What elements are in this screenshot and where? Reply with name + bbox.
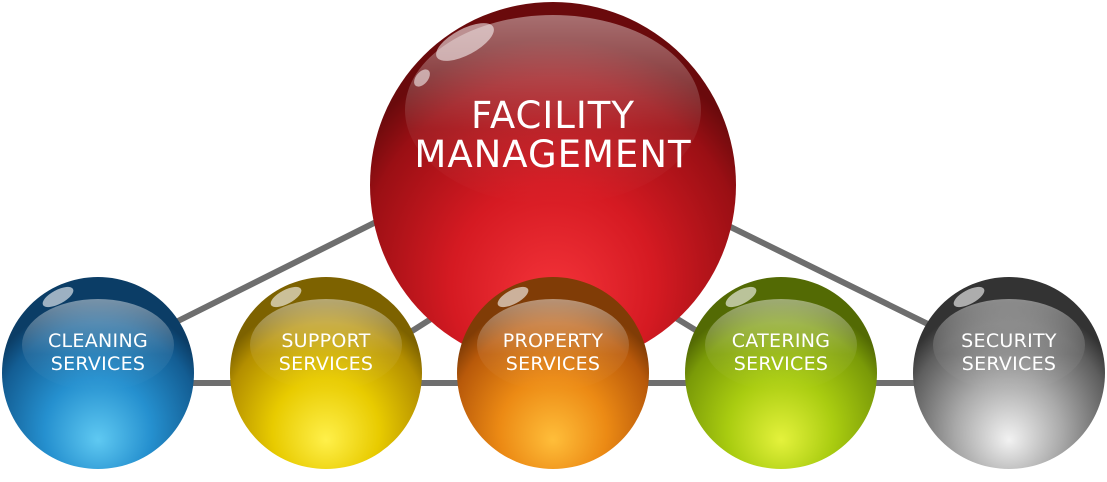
security-label-line2: SERVICES xyxy=(962,353,1057,375)
cleaning-label-line2: SERVICES xyxy=(51,353,146,375)
security-services-sphere: SECURITY SERVICES xyxy=(913,277,1105,469)
property-services-sphere: PROPERTY SERVICES xyxy=(457,277,649,469)
support-services-sphere: SUPPORT SERVICES xyxy=(230,277,422,469)
catering-label-line2: SERVICES xyxy=(734,353,829,375)
property-label-line1: PROPERTY xyxy=(503,330,604,352)
support-label-line1: SUPPORT xyxy=(281,330,370,352)
connector-main-security xyxy=(689,205,943,333)
catering-label-line1: CATERING xyxy=(732,330,831,352)
support-label-line2: SERVICES xyxy=(279,353,374,375)
cleaning-services-sphere: CLEANING SERVICES xyxy=(2,277,194,469)
main-label-line1: FACILITY xyxy=(471,94,635,137)
main-label-line2: MANAGEMENT xyxy=(414,133,691,176)
connector-main-cleaning xyxy=(157,207,403,333)
cleaning-label-line1: CLEANING xyxy=(48,330,148,352)
facility-management-sphere: FACILITY MANAGEMENT xyxy=(370,2,736,368)
security-label-line1: SECURITY xyxy=(961,330,1057,352)
catering-services-sphere: CATERING SERVICES xyxy=(685,277,877,469)
property-label-line2: SERVICES xyxy=(506,353,601,375)
